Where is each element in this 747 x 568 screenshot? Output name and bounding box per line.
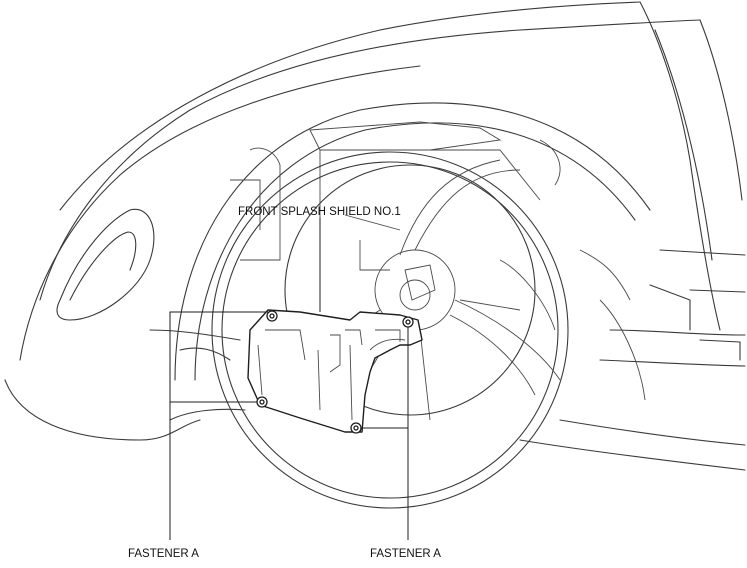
fastener-a-right-label: FASTENER A	[370, 548, 441, 560]
leader-lines	[169, 218, 409, 540]
fastener-a-right-top	[402, 316, 414, 328]
splash-shield-label: FRONT SPLASH SHIELD NO.1	[238, 206, 401, 218]
front-splash-shield	[247, 309, 423, 433]
fastener-left-leader	[169, 311, 268, 540]
fastener-a-left-top	[266, 310, 278, 322]
wheel-well-structure	[230, 121, 646, 401]
fastener-a-left-label: FASTENER A	[128, 548, 199, 560]
fastener-a-left-bottom	[256, 396, 268, 408]
fastener-a-right-bottom	[350, 422, 362, 434]
vehicle-body-outline	[4, 1, 746, 471]
